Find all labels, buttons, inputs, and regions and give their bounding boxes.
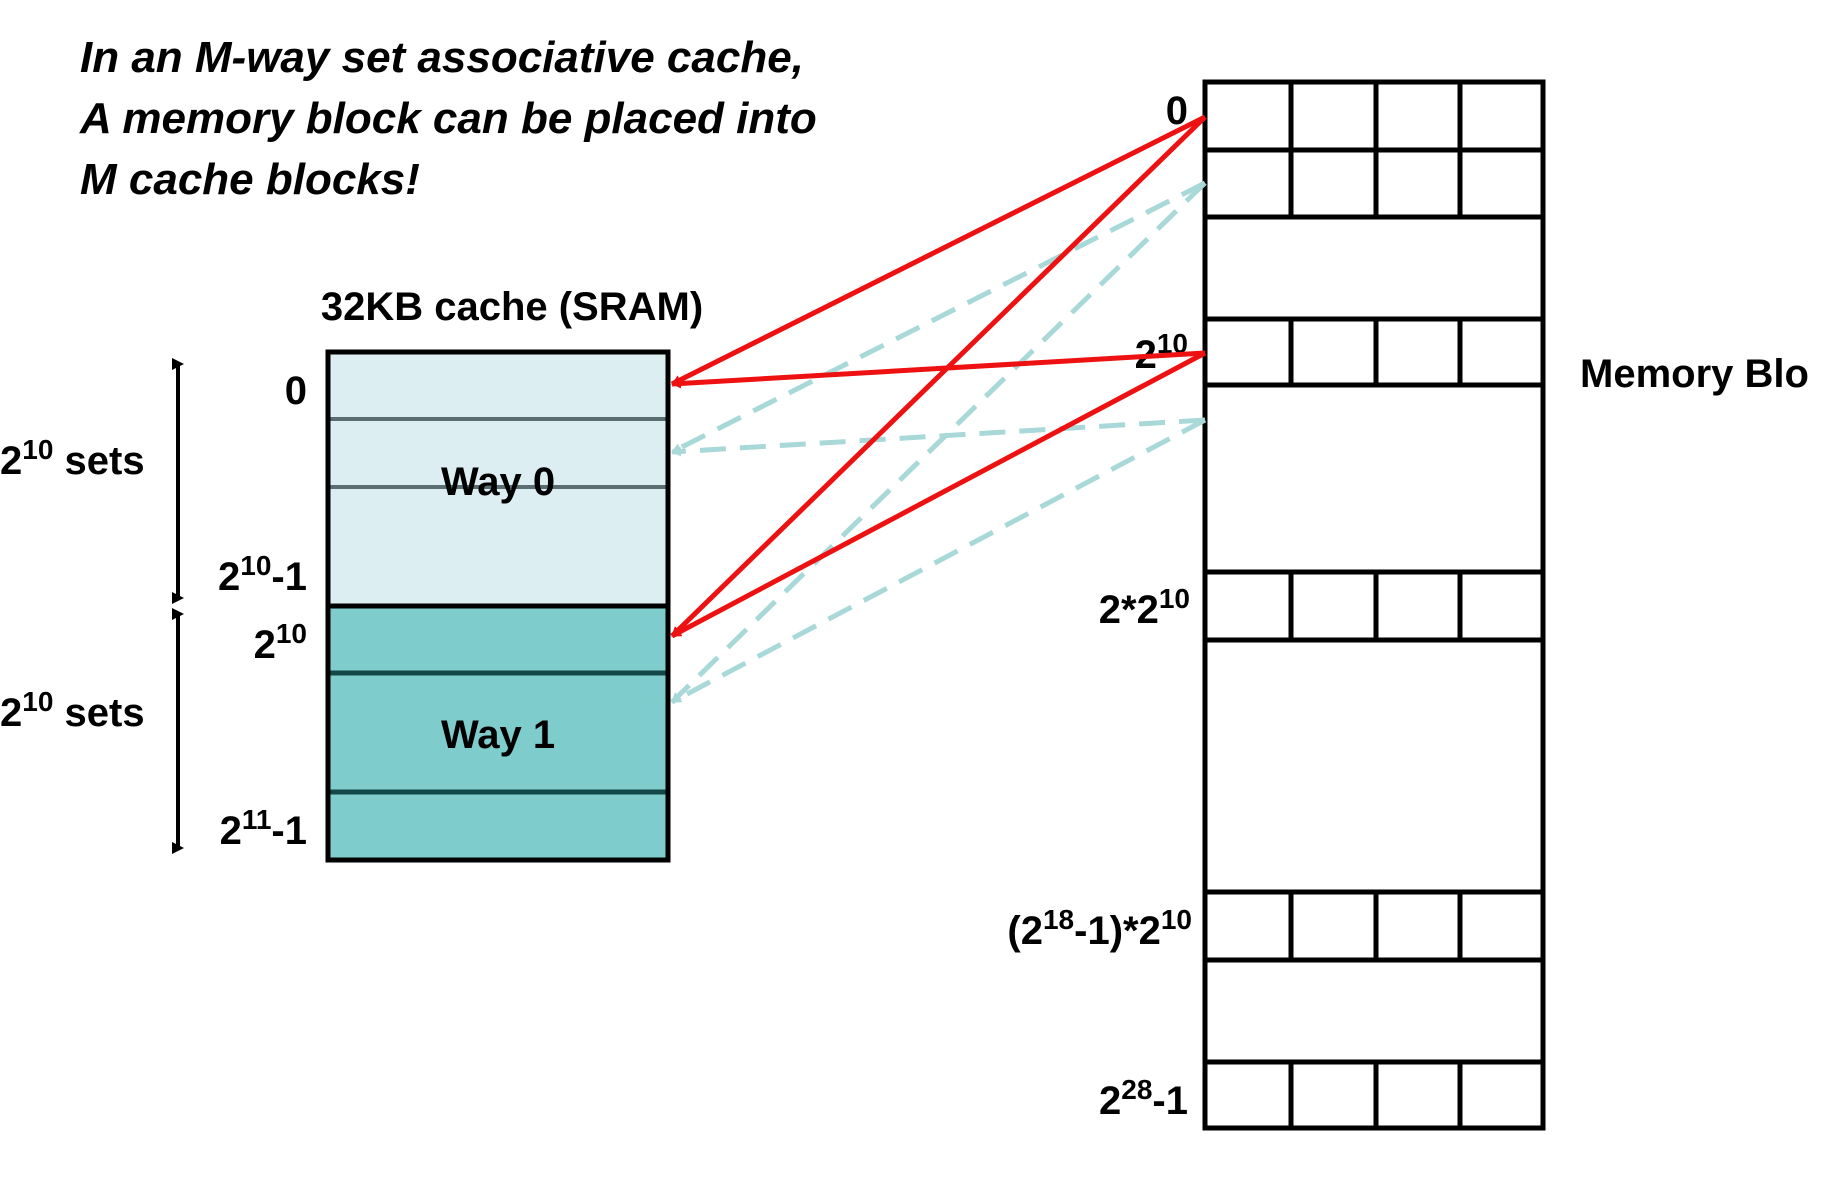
title-line-2: A memory block can be placed into <box>79 94 817 143</box>
dashed-arrows <box>670 180 1207 705</box>
solid-arrow <box>670 115 1207 638</box>
solid-arrow <box>671 350 1206 389</box>
cache-way0 <box>328 352 668 606</box>
dashed-arrow <box>670 180 1207 455</box>
solid-arrow <box>670 114 1207 387</box>
sets-label-2: 210 sets <box>0 686 145 735</box>
dashed-arrow <box>670 181 1207 704</box>
cache-index-0: 0 <box>285 369 307 413</box>
title-line-1: In an M-way set associative cache, <box>80 33 804 82</box>
dashed-arrow <box>671 417 1206 457</box>
memory-label-0: 0 <box>1166 89 1188 133</box>
sets-label-1: 210 sets <box>0 434 145 483</box>
dashed-arrow <box>670 417 1207 705</box>
memory: 0 210 2*210 (218-1)*210 228-1 Memory Blo <box>1007 79 1809 1131</box>
memory-label-3: (218-1)*210 <box>1007 904 1192 953</box>
title: In an M-way set associative cache, A mem… <box>79 33 817 204</box>
cache: 32KB cache (SRAM) Way 0 Way 1 0 210-1 21… <box>0 285 703 863</box>
memory-title: Memory Blo <box>1580 352 1809 396</box>
way0-label: Way 0 <box>441 460 555 504</box>
way1-label: Way 1 <box>441 713 555 757</box>
cache-index-start1: 210 <box>254 618 307 667</box>
memory-label-4: 228-1 <box>1099 1074 1188 1123</box>
solid-arrow <box>670 350 1207 639</box>
title-line-3: M cache blocks! <box>80 155 420 204</box>
cache-border <box>325 349 671 863</box>
cache-index-end0: 210-1 <box>218 550 307 599</box>
cache-way1 <box>328 606 668 860</box>
memory-label-2: 2*210 <box>1099 583 1190 632</box>
solid-arrows <box>670 114 1207 639</box>
cache-title: 32KB cache (SRAM) <box>321 285 703 329</box>
cache-index-end1: 211-1 <box>220 804 307 853</box>
memory-dividers <box>1288 82 1463 1128</box>
